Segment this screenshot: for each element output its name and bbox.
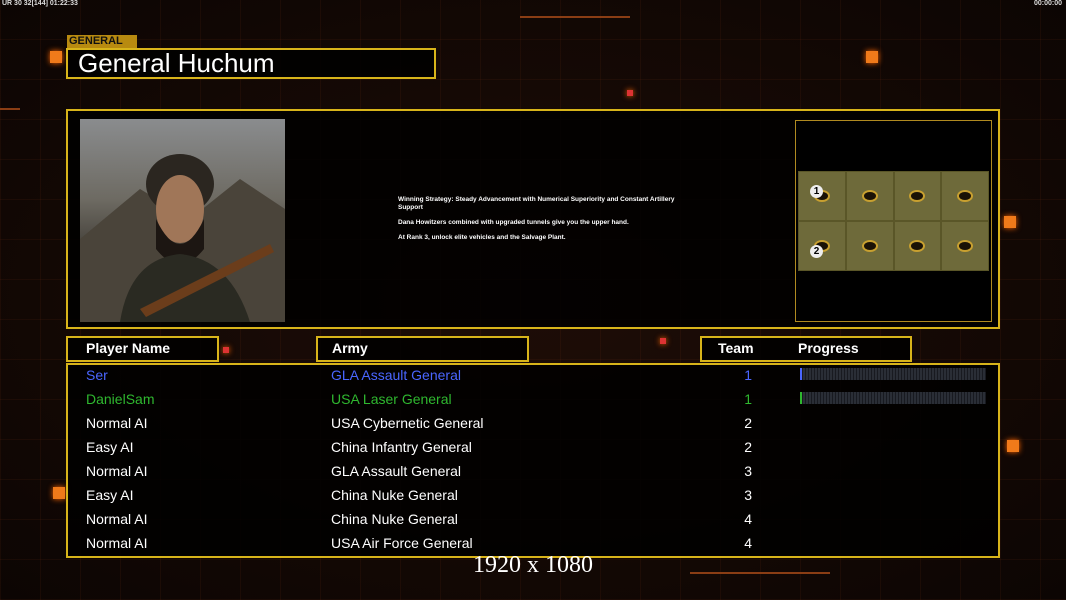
tip-text: Dana Howitzers combined with upgraded tu…: [398, 219, 629, 226]
general-label: GENERAL: [67, 35, 137, 48]
player-army: GLA Assault General: [331, 367, 461, 383]
player-team: 4: [744, 511, 752, 527]
decor-line: [0, 108, 20, 110]
decor-line: [690, 572, 830, 574]
player-team: 4: [744, 535, 752, 551]
player-row: Easy AI China Infantry General 2: [68, 435, 998, 459]
header-progress: Progress: [798, 340, 859, 356]
progress-bar: [800, 392, 986, 404]
general-portrait: [80, 119, 285, 322]
header-player-name: Player Name: [66, 336, 219, 362]
header-team-progress: Team Progress: [700, 336, 912, 362]
player-name: Normal AI: [86, 463, 148, 479]
player-army: China Nuke General: [331, 487, 458, 503]
player-team: 2: [744, 415, 752, 431]
map-preview: 1 2: [795, 120, 992, 322]
player-row: Normal AI USA Cybernetic General 2: [68, 411, 998, 435]
player-team: 3: [744, 463, 752, 479]
decor-square: [223, 347, 229, 353]
progress-fill: [800, 392, 802, 404]
map-image: [798, 171, 989, 271]
strategy-text: Winning Strategy: Steady Advancement wit…: [398, 196, 675, 211]
decor-square: [627, 90, 633, 96]
player-team: 1: [744, 367, 752, 383]
header-team: Team: [718, 340, 754, 356]
decor-square: [1007, 440, 1019, 452]
player-army: USA Laser General: [331, 391, 452, 407]
decor-line: [520, 16, 630, 18]
decor-square: [50, 51, 62, 63]
player-row: Normal AI GLA Assault General 3: [68, 459, 998, 483]
decor-square: [1004, 216, 1016, 228]
player-name: Normal AI: [86, 415, 148, 431]
player-team: 3: [744, 487, 752, 503]
player-name: Normal AI: [86, 511, 148, 527]
header-army: Army: [316, 336, 529, 362]
player-name: DanielSam: [86, 391, 155, 407]
start-position-2: 2: [810, 245, 823, 258]
player-row: DanielSam USA Laser General 1: [68, 387, 998, 411]
player-team: 1: [744, 391, 752, 407]
player-army: USA Air Force General: [331, 535, 473, 551]
progress-bar: [800, 368, 986, 380]
player-row: Normal AI China Nuke General 4: [68, 507, 998, 531]
general-description: Winning Strategy: Steady Advancement wit…: [398, 196, 688, 249]
player-name: Easy AI: [86, 439, 134, 455]
player-army: USA Cybernetic General: [331, 415, 484, 431]
start-position-1: 1: [810, 185, 823, 198]
player-team: 2: [744, 439, 752, 455]
status-readout: UR 30 32[144] 01:22:33: [2, 0, 78, 7]
general-info-panel: Winning Strategy: Steady Advancement wit…: [66, 109, 1000, 329]
resolution-label: 1920 x 1080: [473, 552, 593, 578]
player-name: Normal AI: [86, 535, 148, 551]
progress-fill: [800, 368, 802, 380]
player-row: Normal AI USA Air Force General 4: [68, 531, 998, 555]
decor-square: [53, 487, 65, 499]
decor-square: [866, 51, 878, 63]
player-row: Ser GLA Assault General 1: [68, 363, 998, 387]
player-army: China Infantry General: [331, 439, 472, 455]
player-army: China Nuke General: [331, 511, 458, 527]
game-clock: 00:00:00: [1033, 0, 1062, 7]
player-name: Easy AI: [86, 487, 134, 503]
page-title: General Huchum: [66, 48, 436, 79]
player-row: Easy AI China Nuke General 3: [68, 483, 998, 507]
player-name: Ser: [86, 367, 108, 383]
decor-square: [660, 338, 666, 344]
rank-text: At Rank 3, unlock elite vehicles and the…: [398, 234, 566, 241]
player-army: GLA Assault General: [331, 463, 461, 479]
